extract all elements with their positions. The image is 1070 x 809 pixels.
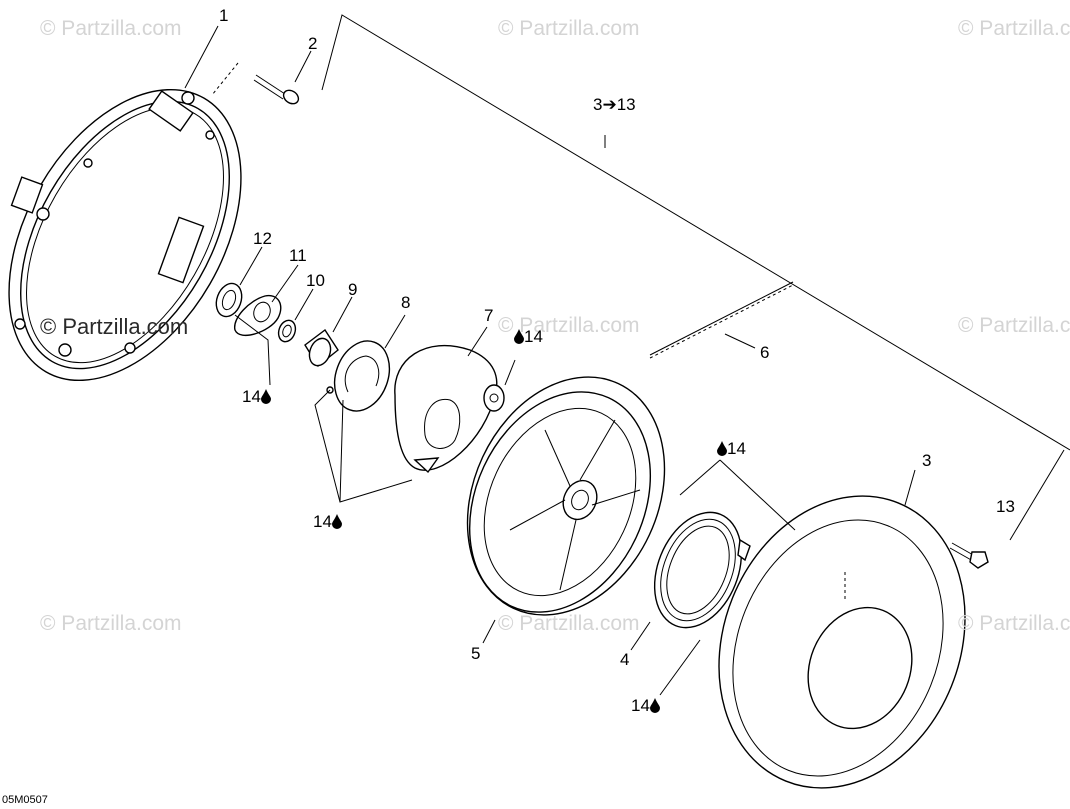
callout-3-13: 3➔13 [593,95,636,114]
callout-4: 4 [620,650,630,669]
watermark: © Partzilla.com [40,314,189,339]
drop-icon [514,329,524,347]
callout-14-label: 14 [242,387,261,406]
part-5-pulley [466,376,666,616]
leader-lines [184,14,1070,696]
part-7-cam [394,344,505,474]
part-3-cover [718,495,966,789]
drop-icon [331,514,342,532]
part-13-bolt [949,542,989,569]
callout-14-label: 14 [524,327,543,346]
drop-icon [717,441,727,459]
watermark: © Partzilla.com [498,612,640,635]
callout-14-lubricant-bottom: 14 [631,697,660,716]
callout-3: 3 [922,451,932,470]
callout-7: 7 [484,306,494,325]
watermark: © Partzilla.com [40,612,182,635]
part-2-bolt [211,62,300,105]
part-4-spring [653,511,751,629]
callout-14-label: 14 [727,439,746,458]
part-8-ratchet [326,340,391,412]
callout-12: 12 [253,229,272,248]
part-11-plate [234,294,282,336]
drop-icon [260,389,271,407]
part-1-housing-ring [8,88,242,382]
callout-14-lubricant-mid: 14 [313,513,342,532]
callout-2: 2 [308,34,318,53]
watermark: © Partzilla.com [958,612,1070,635]
drop-icon [649,698,660,716]
part-6-rope [649,281,794,359]
callout-14-lubricant-top: 14 [514,328,543,347]
callout-14-lubricant-right: 14 [717,440,746,459]
callout-6: 6 [760,343,770,362]
watermark: © Partzilla.com [40,17,182,40]
callout-9: 9 [348,280,358,299]
part-12-circlip [215,282,243,318]
callout-10: 10 [306,271,325,290]
callout-1: 1 [219,6,229,25]
callout-14-label: 14 [313,512,332,531]
part-9-bushing [304,328,339,368]
callout-8: 8 [401,293,411,312]
watermark: © Partzilla.com [958,314,1070,337]
watermark: © Partzilla.com [498,314,640,337]
callout-14-label: 14 [631,696,650,715]
watermark: © Partzilla.com [498,17,640,40]
callout-14-lubricant-left: 14 [242,388,271,407]
watermark: © Partzilla.com [958,17,1070,40]
drawing-code: 05M0507 [2,794,48,806]
callout-13: 13 [996,497,1015,516]
callout-11: 11 [289,246,307,265]
callout-5: 5 [471,644,481,663]
part-10-washer [277,319,297,343]
